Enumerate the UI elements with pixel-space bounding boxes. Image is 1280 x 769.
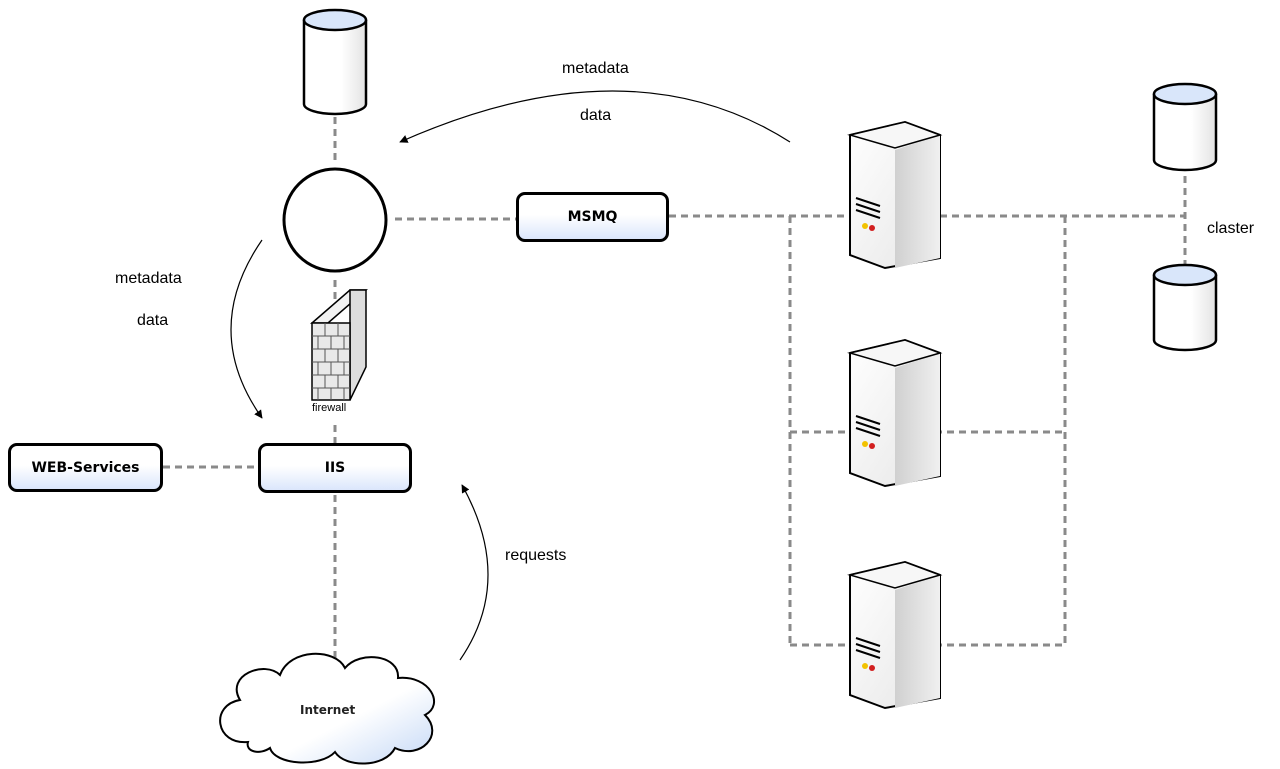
label-claster: claster (1207, 220, 1255, 237)
firewall-icon (309, 289, 369, 401)
label-left-metadata: metadata (115, 270, 182, 287)
server-icon (847, 120, 943, 270)
label-internet: Internet (300, 703, 356, 717)
label-top-metadata: metadata (562, 60, 629, 77)
hub-circle (282, 167, 388, 273)
msmq-box: MSMQ (516, 192, 669, 242)
arrow-metadata-left (230, 239, 263, 419)
iis-box: IIS (258, 443, 412, 493)
server-icon (847, 560, 943, 710)
arrow-metadata-top (399, 90, 791, 143)
database-icon (1152, 82, 1218, 172)
web-services-box: WEB-Services (8, 443, 163, 492)
arrow-requests (459, 484, 489, 661)
label-top-data: data (580, 107, 612, 124)
internet-cloud (219, 652, 436, 765)
database-icon (1152, 263, 1218, 352)
connector-lines (163, 117, 1187, 660)
label-requests: requests (505, 547, 567, 564)
server-icon (847, 338, 943, 488)
label-left-data: data (137, 312, 169, 329)
database-icon (302, 8, 368, 116)
label-firewall: firewall (312, 402, 347, 414)
